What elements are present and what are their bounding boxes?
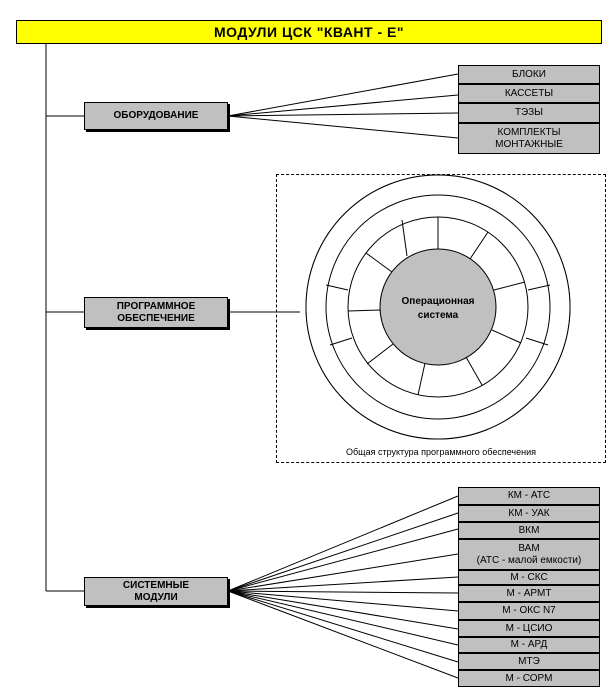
system-module-line: (АТС - малой емкости) [476,554,582,566]
equipment-item: КАССЕТЫ [458,84,600,103]
operating-system-line-2: система [417,310,459,321]
system-module-item: КМ - УАК [458,505,600,522]
operating-system-label: Операционная система [386,295,490,323]
category-system-label-2: МОДУЛИ [134,591,178,603]
category-software-label-2: ОБЕСПЕЧЕНИЕ [117,312,195,324]
system-module-item: М - ОКС N7 [458,602,600,620]
software-structure-panel [276,174,606,463]
category-system-modules: СИСТЕМНЫЕ МОДУЛИ [84,577,228,606]
equipment-item: КОМПЛЕКТЫ МОНТАЖНЫЕ [458,123,600,154]
system-module-item: М - СКС [458,570,600,585]
system-module-item: КМ - АТС [458,487,600,505]
category-software: ПРОГРАММНОЕ ОБЕСПЕЧЕНИЕ [84,297,228,328]
category-equipment-label: ОБОРУДОВАНИЕ [113,110,199,121]
software-diagram-caption: Общая структура программного обеспечения [346,447,536,457]
system-module-item: ВАМ (АТС - малой емкости) [458,539,600,570]
equipment-item-line: КОМПЛЕКТЫ [497,126,561,138]
system-module-item: МТЭ [458,653,600,670]
page-title: МОДУЛИ ЦСК "КВАНТ - Е" [16,20,602,44]
equipment-item-line: МОНТАЖНЫЕ [495,138,563,150]
system-module-item: М - ЦСИО [458,620,600,637]
system-module-line: ВАМ [518,542,540,554]
category-software-label-1: ПРОГРАММНОЕ [116,300,196,312]
equipment-item: БЛОКИ [458,65,600,84]
operating-system-line-1: Операционная [401,296,475,307]
category-system-label-1: СИСТЕМНЫЕ [122,579,190,591]
system-module-item: М - СОРМ [458,670,600,687]
equipment-item: ТЭЗЫ [458,103,600,123]
system-module-item: М - АРМТ [458,585,600,602]
system-module-item: М - АРД [458,637,600,653]
system-module-item: ВКМ [458,522,600,539]
category-equipment: ОБОРУДОВАНИЕ [84,102,228,130]
